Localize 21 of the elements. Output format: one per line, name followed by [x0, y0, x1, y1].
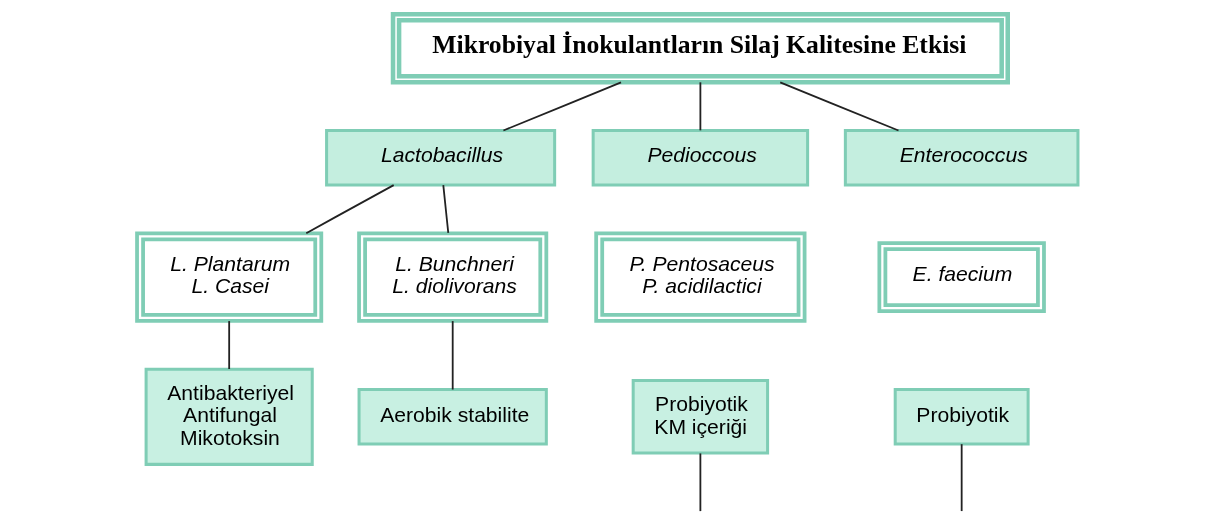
node-box: Pedioccous [591, 129, 809, 187]
connector [227, 320, 230, 370]
connector [960, 443, 963, 512]
node-box: Probiyotik KM içeriği [631, 379, 769, 455]
node-box: Enterococcus [843, 129, 1079, 187]
node-box: Mikrobiyal İnokulantların Silaj Kalitesine Etkisi [390, 12, 1010, 85]
node-box: L. Plantarum L. Casei [134, 231, 323, 323]
connector [698, 81, 701, 132]
node-box: Aerobik stabilite [357, 388, 548, 446]
connector [304, 184, 395, 235]
node-box: E. faecium [876, 241, 1046, 313]
connector [441, 184, 449, 234]
connector [451, 320, 454, 391]
node-box: P. Pentosaceus P. acidilactici [593, 231, 806, 323]
connector [502, 81, 622, 132]
node-box: Lactobacillus [324, 129, 556, 187]
connector [778, 81, 899, 132]
node-box: Probiyotik [893, 388, 1030, 446]
connector [698, 452, 701, 512]
node-box: Antibakteriyel Antifungal Mikotoksin [144, 367, 314, 466]
node-box: L. Bunchneri L. diolivorans [356, 231, 548, 323]
